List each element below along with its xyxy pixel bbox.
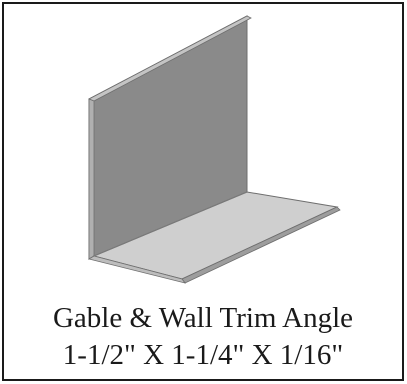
vertical-leg-front-edge xyxy=(88,98,95,260)
horizontal-leg-front-edge xyxy=(87,255,186,284)
product-name: Gable & Wall Trim Angle xyxy=(52,302,354,334)
product-card: Gable & Wall Trim Angle 1-1/2" X 1-1/4" … xyxy=(2,2,404,381)
product-dimensions: 1-1/2" X 1-1/4" X 1/16" xyxy=(62,339,344,371)
trim-angle-illustration xyxy=(87,15,341,284)
inner-corner-line xyxy=(93,191,248,257)
